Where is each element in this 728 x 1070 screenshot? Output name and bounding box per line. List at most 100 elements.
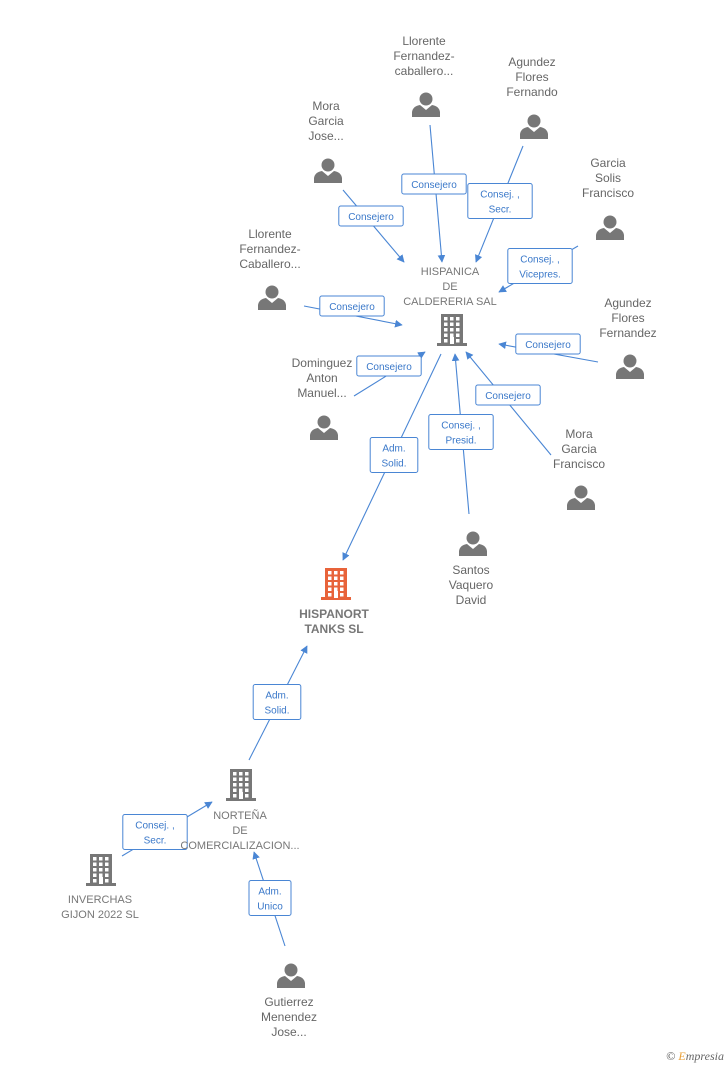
edge-label-box[interactable]	[369, 437, 419, 473]
person-icon	[616, 354, 644, 379]
node-label-inverchas: GIJON 2022 SL	[61, 909, 139, 921]
node-label-moraj: Garcia	[308, 114, 344, 128]
node-label-garcias: Solis	[595, 171, 621, 185]
node-label-agundezfe: Agundez	[604, 296, 651, 310]
edge-label-text: Consejero	[348, 212, 394, 223]
edge-label-text: Consejero	[411, 180, 457, 191]
node-label-moraf: Garcia	[561, 442, 597, 456]
edge-label-box[interactable]	[401, 173, 467, 195]
person-icon	[596, 215, 624, 240]
edge-label-text: Consejero	[329, 302, 375, 313]
node-label-moraf: Francisco	[553, 457, 605, 471]
edge-label-box[interactable]	[122, 814, 188, 850]
node-label-santos: David	[456, 593, 487, 607]
node-label-agundezff: Agundez	[508, 55, 555, 69]
edge-label-text: Adm.	[382, 444, 405, 455]
node-label-nortena: NORTEÑA	[213, 809, 267, 822]
node-dominguez[interactable]: DominguezAntonManuel...	[292, 356, 353, 440]
node-gutierrez[interactable]: GutierrezMenendezJose...	[261, 963, 317, 1040]
edge-nortena-to-hispanort: Adm.Solid.	[248, 645, 308, 761]
edge-label-box[interactable]	[475, 384, 541, 406]
node-inverchas[interactable]: INVERCHAS GIJON 2022 SL	[61, 854, 139, 921]
edge-label-text: Unico	[257, 902, 283, 913]
edge-llorente2-to-hispanica: Consejero	[303, 295, 403, 328]
copyright-symbol: ©	[666, 1049, 676, 1063]
edge-label-text: Consejero	[366, 362, 412, 373]
node-label-hispanica: CALDERERIA SAL	[403, 296, 497, 308]
node-llorente2[interactable]: LlorenteFernandez-Caballero...	[239, 227, 301, 310]
edge-gutierrez-to-nortena: Adm.Unico	[248, 851, 292, 947]
edge-agundezff-to-hispanica: Consej. ,Secr.	[467, 145, 533, 263]
edge-label-box[interactable]	[338, 205, 404, 227]
node-label-gutierrez: Menendez	[261, 1010, 317, 1024]
edge-label-text: Vicepres.	[519, 270, 561, 281]
edge-label-box[interactable]	[319, 295, 385, 317]
node-moraj[interactable]: MoraGarciaJose...	[308, 99, 344, 183]
node-label-nortena: COMERCIALIZACION...	[180, 840, 299, 852]
company-building-icon	[437, 314, 467, 346]
company-building-icon	[226, 769, 256, 801]
edge-label-box[interactable]	[356, 355, 422, 377]
edge-label-box[interactable]	[428, 414, 494, 450]
person-icon	[310, 415, 338, 440]
edge-label-box[interactable]	[252, 684, 302, 720]
node-label-garcias: Garcia	[590, 156, 626, 170]
person-icon	[520, 114, 548, 139]
node-label-hispanica: DE	[442, 281, 457, 293]
node-label-agundezff: Flores	[515, 70, 548, 84]
node-label-llorente2: Caballero...	[239, 257, 300, 271]
person-icon	[412, 92, 440, 117]
edge-inverchas-to-nortena: Consej. ,Secr.	[121, 801, 213, 857]
node-label-llorente1: Llorente	[402, 34, 446, 48]
node-label-dominguez: Manuel...	[297, 386, 346, 400]
edge-dominguez-to-hispanica: Consejero	[353, 351, 426, 397]
edge-label-text: Solid.	[264, 706, 289, 717]
main-company-icon	[321, 568, 351, 600]
edge-moraf-to-hispanica: Consejero	[465, 351, 552, 456]
edge-label-box[interactable]	[507, 248, 573, 284]
node-label-agundezff: Fernando	[506, 85, 558, 99]
node-label-santos: Santos	[452, 563, 489, 577]
person-icon	[459, 531, 487, 556]
edge-label-box[interactable]	[467, 183, 533, 219]
company-building-icon	[86, 854, 116, 886]
node-label-nortena: DE	[232, 825, 247, 837]
edge-garcias-to-hispanica: Consej. ,Vicepres.	[498, 245, 579, 293]
footer-credit: © Empresia	[666, 1049, 724, 1064]
edge-llorente1-to-hispanica: Consejero	[401, 124, 467, 263]
node-label-llorente1: caballero...	[395, 64, 454, 78]
edge-santos-to-hispanica: Consej. ,Presid.	[428, 353, 494, 515]
edge-label-text: Secr.	[144, 836, 167, 847]
edge-label-text: Solid.	[381, 459, 406, 470]
node-label-moraj: Mora	[312, 99, 340, 113]
node-label-agundezfe: Fernandez	[599, 326, 656, 340]
node-label-gutierrez: Gutierrez	[264, 995, 313, 1009]
edge-label-box[interactable]	[248, 880, 292, 916]
node-label-hispanort: TANKS SL	[304, 622, 363, 636]
edge-label-text: Consejero	[485, 391, 531, 402]
person-icon	[314, 158, 342, 183]
node-label-dominguez: Anton	[306, 371, 337, 385]
node-llorente1[interactable]: LlorenteFernandez-caballero...	[393, 34, 455, 117]
node-label-moraf: Mora	[565, 427, 593, 441]
person-icon	[258, 285, 286, 310]
node-label-moraj: Jose...	[308, 129, 343, 143]
node-nortena[interactable]: NORTEÑA DE COMERCIALIZACION...	[180, 769, 300, 852]
edge-label-box[interactable]	[515, 333, 581, 355]
edge-hispanica-to-hispanort: Adm. Solid.	[342, 353, 442, 561]
node-label-inverchas: INVERCHAS	[68, 894, 132, 906]
node-label-dominguez: Dominguez	[292, 356, 353, 370]
node-label-santos: Vaquero	[449, 578, 494, 592]
brand-name: mpresia	[685, 1049, 724, 1063]
edge-agundezfe-to-hispanica: Consejero	[498, 333, 599, 363]
